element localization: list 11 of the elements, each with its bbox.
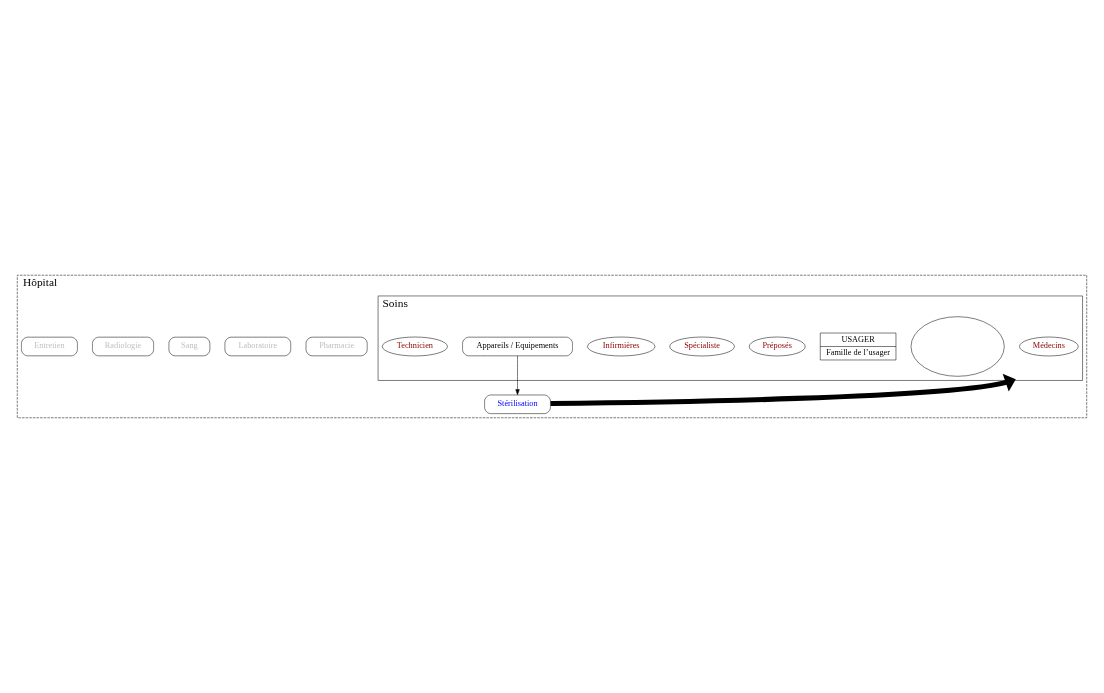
node-box: Stérilisation [484,394,551,414]
node-box: Appareils / Equipements [462,336,573,357]
arrow [515,355,520,396]
node-ellipse: Préposés [749,336,806,357]
node-box: Sang [168,336,211,357]
node-ellipse: Spécialiste [669,336,735,357]
node-ellipse: Médecins [1019,336,1079,357]
node-ellipse: Infirmières [587,336,656,357]
arrow [550,373,1016,407]
node-ellipse [910,316,1005,377]
node-ellipse: Technicien [382,336,448,357]
